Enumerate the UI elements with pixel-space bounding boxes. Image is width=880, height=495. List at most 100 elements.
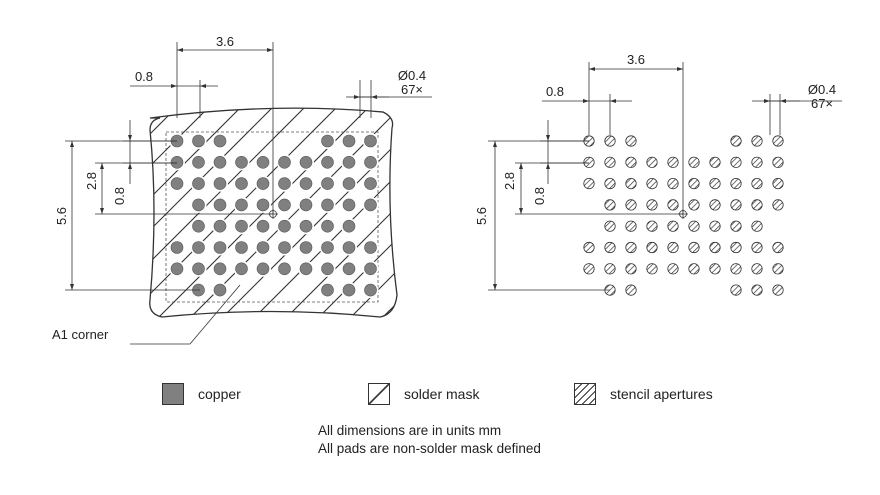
copper-pad bbox=[170, 177, 184, 190]
copper-pad bbox=[170, 262, 184, 276]
stencil-aperture bbox=[751, 178, 763, 190]
stencil-aperture bbox=[709, 199, 721, 211]
stencil-aperture bbox=[751, 241, 763, 254]
copper-pad bbox=[213, 241, 227, 254]
stencil-aperture bbox=[667, 178, 679, 190]
stencil-aperture bbox=[625, 263, 637, 275]
left-dimension-lines bbox=[65, 42, 432, 345]
legend-stencil-label: stencil apertures bbox=[610, 386, 713, 402]
stencil-aperture bbox=[688, 241, 700, 254]
copper-pad bbox=[192, 219, 205, 233]
copper-pad bbox=[342, 177, 356, 190]
stencil-aperture bbox=[709, 220, 721, 232]
stencil-aperture bbox=[646, 199, 658, 211]
stencil-aperture bbox=[751, 220, 763, 232]
stencil-aperture bbox=[772, 199, 784, 211]
right-dim-diameter: Ø0.4 bbox=[808, 82, 836, 97]
copper-pad bbox=[235, 198, 248, 212]
stencil-aperture bbox=[625, 241, 637, 254]
copper-pad bbox=[256, 241, 270, 254]
stencil-aperture bbox=[625, 135, 637, 147]
notes: All dimensions are in units mm All pads … bbox=[318, 422, 541, 458]
copper-pad bbox=[192, 198, 205, 212]
note-units: All dimensions are in units mm bbox=[318, 423, 502, 438]
stencil-aperture bbox=[646, 220, 658, 232]
right-dimension-arrows bbox=[493, 67, 786, 290]
stencil-aperture-array bbox=[583, 135, 784, 296]
copper-pad bbox=[321, 283, 334, 297]
right-dim-0.8: 0.8 bbox=[532, 187, 547, 205]
copper-pad bbox=[213, 219, 227, 233]
copper-pad bbox=[192, 177, 205, 190]
right-dim-count: 67× bbox=[811, 96, 833, 111]
stencil-aperture bbox=[583, 178, 595, 190]
stencil-aperture bbox=[688, 156, 700, 168]
copper-pad bbox=[256, 177, 270, 190]
legend-copper-label: copper bbox=[198, 386, 241, 402]
stencil-aperture bbox=[688, 178, 700, 190]
stencil-aperture bbox=[625, 220, 637, 232]
stencil-aperture bbox=[772, 284, 784, 296]
copper-pad bbox=[321, 156, 334, 169]
stencil-aperture bbox=[688, 199, 700, 211]
copper-pad bbox=[342, 219, 356, 233]
stencil-aperture bbox=[730, 241, 742, 254]
copper-pad bbox=[342, 283, 356, 297]
copper-pad bbox=[364, 262, 377, 276]
stencil-aperture bbox=[604, 178, 616, 190]
stencil-aperture bbox=[625, 178, 637, 190]
stencil-aperture bbox=[625, 156, 637, 168]
stencil-aperture bbox=[667, 263, 679, 275]
stencil-aperture bbox=[751, 263, 763, 275]
copper-pad bbox=[235, 241, 248, 254]
copper-pad bbox=[213, 156, 227, 169]
legend-solder-mask: solder mask bbox=[368, 383, 479, 405]
stencil-aperture bbox=[688, 263, 700, 275]
stencil-aperture bbox=[730, 156, 742, 168]
a1-corner-callout: A1 corner bbox=[52, 327, 109, 342]
stencil-aperture bbox=[667, 199, 679, 211]
copper-pad bbox=[321, 241, 334, 254]
stencil-aperture bbox=[709, 178, 721, 190]
stencil-aperture bbox=[709, 263, 721, 275]
stencil-swatch-icon bbox=[574, 383, 596, 405]
copper-pad bbox=[321, 198, 334, 212]
copper-swatch-icon bbox=[162, 383, 184, 405]
legend-stencil: stencil apertures bbox=[574, 383, 713, 405]
copper-pad bbox=[342, 198, 356, 212]
copper-pad bbox=[364, 134, 377, 148]
stencil-aperture bbox=[646, 178, 658, 190]
left-dim-2.8: 2.8 bbox=[84, 172, 99, 190]
stencil-aperture bbox=[625, 284, 637, 296]
copper-pad bbox=[342, 262, 356, 276]
solder-mask-hatch-line bbox=[149, 108, 301, 318]
copper-pad bbox=[278, 241, 291, 254]
solder-mask-hatch-line bbox=[149, 108, 173, 318]
stencil-aperture bbox=[583, 156, 595, 168]
stencil-aperture bbox=[730, 263, 742, 275]
left-dim-0.8: 0.8 bbox=[112, 187, 127, 205]
legend-copper: copper bbox=[162, 383, 241, 405]
stencil-aperture bbox=[772, 263, 784, 275]
copper-pad bbox=[278, 198, 291, 212]
copper-pad bbox=[256, 198, 270, 212]
copper-pad bbox=[278, 219, 291, 233]
right-dim-5.6: 5.6 bbox=[474, 207, 489, 225]
copper-pad bbox=[299, 198, 313, 212]
stencil-aperture bbox=[688, 220, 700, 232]
stencil-aperture bbox=[730, 284, 742, 296]
right-dim-pitch: 0.8 bbox=[546, 84, 564, 99]
left-dimension-arrows bbox=[70, 48, 377, 290]
right-dim-2.8: 2.8 bbox=[502, 172, 517, 190]
left-dim-3.6: 3.6 bbox=[216, 34, 234, 49]
copper-pad bbox=[299, 177, 313, 190]
package-outline bbox=[165, 131, 379, 303]
copper-pad bbox=[213, 134, 227, 148]
copper-pad bbox=[342, 241, 356, 254]
copper-pad bbox=[256, 262, 270, 276]
stencil-aperture bbox=[709, 156, 721, 168]
stencil-aperture bbox=[709, 241, 721, 254]
solder-mask-hatch-line bbox=[337, 108, 397, 318]
left-dim-5.6: 5.6 bbox=[54, 207, 69, 225]
